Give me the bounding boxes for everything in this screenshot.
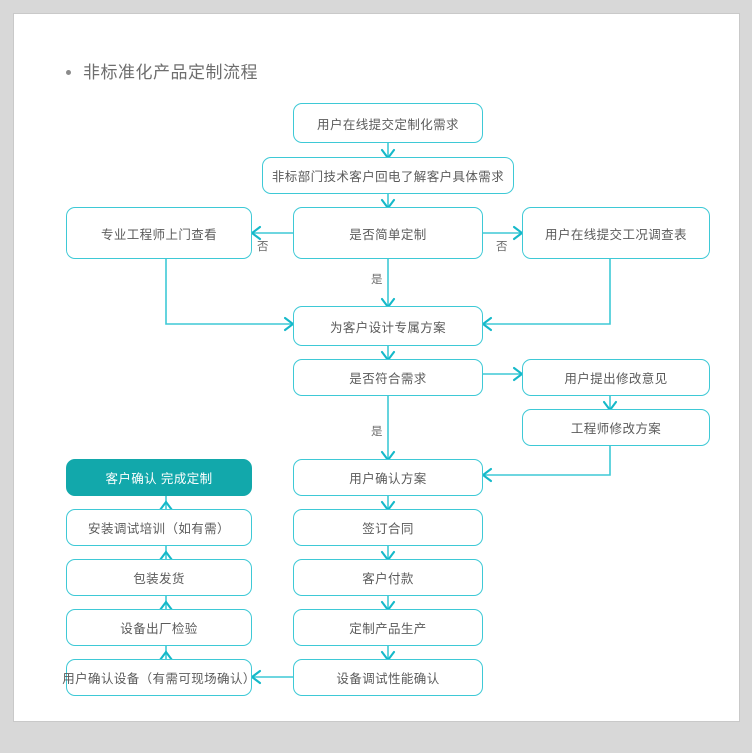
- node-label: 安装调试培训（如有需）: [88, 522, 230, 536]
- node-label: 用户在线提交定制化需求: [317, 117, 459, 132]
- page-title-label: 非标准化产品定制流程: [83, 63, 258, 82]
- edge-label-yes-design: 是: [371, 274, 383, 286]
- node-label: 用户确认方案: [349, 472, 427, 486]
- bullet-dot-icon: [66, 70, 71, 75]
- node-label: 客户付款: [362, 572, 414, 586]
- node-label: 设备调试性能确认: [336, 672, 440, 686]
- node-label: 签订合同: [362, 522, 414, 536]
- page-title: 非标准化产品定制流程: [66, 64, 258, 81]
- arrowhead-n9-n11: [481, 467, 493, 483]
- node-is-simple-customization[interactable]: 是否简单定制: [293, 207, 483, 259]
- node-label: 定制产品生产: [349, 622, 427, 636]
- arrowhead-n5-n6: [481, 316, 493, 332]
- node-engineer-onsite-inspection[interactable]: 专业工程师上门查看: [66, 207, 252, 259]
- node-installation-training[interactable]: 安装调试培训（如有需）: [66, 509, 252, 546]
- node-user-confirms-equipment[interactable]: 用户确认设备（有需可现场确认）: [62, 659, 255, 696]
- node-label: 设备出厂检验: [120, 622, 198, 636]
- connector-n9-n11: [483, 446, 611, 476]
- connector-n4-n6: [165, 259, 293, 325]
- page-canvas: 非标准化产品定制流程: [13, 13, 740, 722]
- node-label: 是否简单定制: [349, 227, 427, 242]
- node-packaging-shipment[interactable]: 包装发货: [66, 559, 252, 596]
- node-customer-confirm-complete[interactable]: 客户确认 完成定制: [66, 459, 252, 496]
- node-meets-requirements[interactable]: 是否符合需求: [293, 359, 483, 396]
- node-sign-contract[interactable]: 签订合同: [293, 509, 483, 546]
- node-customer-payment[interactable]: 客户付款: [293, 559, 483, 596]
- node-label: 为客户设计专属方案: [329, 320, 447, 335]
- node-submit-condition-survey[interactable]: 用户在线提交工况调查表: [522, 207, 710, 259]
- connector-n5-n6: [483, 259, 611, 325]
- node-label: 客户确认 完成定制: [105, 472, 213, 486]
- node-label: 专业工程师上门查看: [100, 227, 218, 242]
- node-label: 非标部门技术客户回电了解客户具体需求: [271, 170, 505, 184]
- node-label: 工程师修改方案: [570, 422, 662, 436]
- arrowhead-n7-n8: [512, 366, 524, 382]
- node-engineer-revises-plan[interactable]: 工程师修改方案: [522, 409, 710, 446]
- node-label: 用户在线提交工况调查表: [545, 227, 687, 242]
- edge-label-no-right: 否: [496, 241, 508, 253]
- node-technical-callback[interactable]: 非标部门技术客户回电了解客户具体需求: [262, 157, 514, 194]
- node-commissioning-performance[interactable]: 设备调试性能确认: [293, 659, 483, 696]
- node-label: 是否符合需求: [349, 372, 427, 386]
- arrowhead-n3-n5: [512, 225, 524, 241]
- node-design-exclusive-plan[interactable]: 为客户设计专属方案: [293, 306, 483, 346]
- node-custom-production[interactable]: 定制产品生产: [293, 609, 483, 646]
- arrowhead-n4-n6: [283, 316, 295, 332]
- node-label: 包装发货: [133, 572, 185, 586]
- edge-label-no-left: 否: [257, 241, 269, 253]
- edge-label-yes-confirm: 是: [371, 426, 383, 438]
- node-user-confirms-plan[interactable]: 用户确认方案: [293, 459, 483, 496]
- node-label: 用户提出修改意见: [564, 372, 668, 386]
- node-factory-inspection[interactable]: 设备出厂检验: [66, 609, 252, 646]
- node-label: 用户确认设备（有需可现场确认）: [62, 672, 256, 686]
- node-submit-customization-request[interactable]: 用户在线提交定制化需求: [293, 103, 483, 143]
- node-user-revision-feedback[interactable]: 用户提出修改意见: [522, 359, 710, 396]
